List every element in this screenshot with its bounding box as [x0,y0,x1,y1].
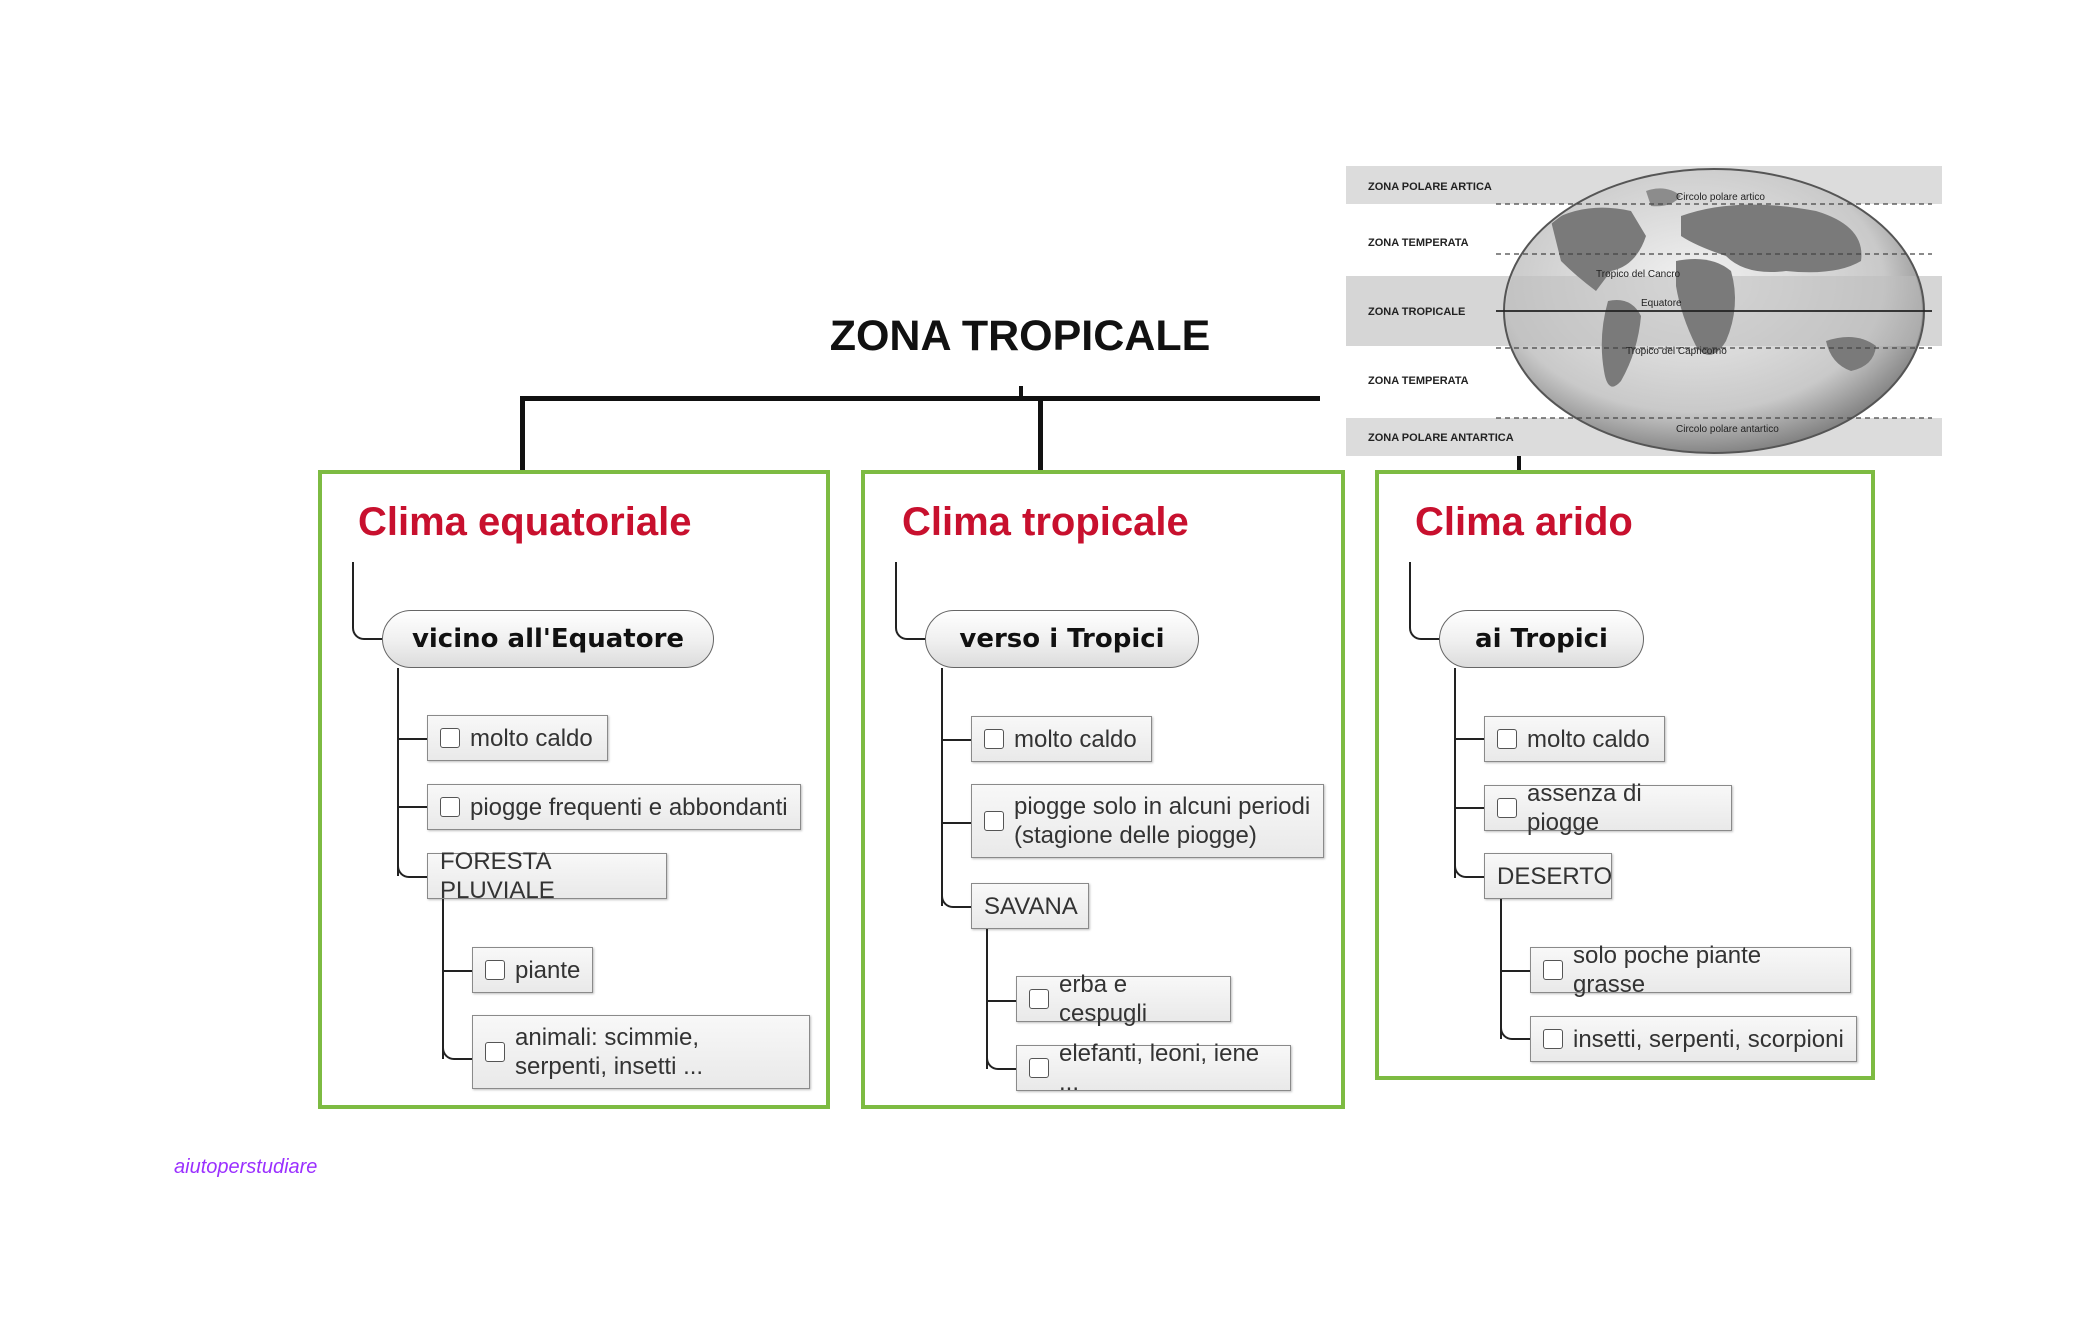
world-map-icon: ZONA POLARE ARTICA ZONA TEMPERATA ZONA T… [1346,166,1942,456]
climate-node[interactable]: ai Tropici [1439,610,1644,668]
zone-label: ZONA TEMPERATA [1368,237,1469,249]
connector [986,1040,1016,1070]
connector [442,970,472,972]
drop-line-2 [1038,396,1043,488]
climate-zones-map: ZONA POLARE ARTICA ZONA TEMPERATA ZONA T… [1346,166,1942,456]
climate-node[interactable]: verso i Tropici [925,610,1199,668]
connector [397,668,399,876]
zone-label: ZONA TEMPERATA [1368,375,1469,387]
connector [1500,899,1502,1039]
checkbox-icon[interactable] [984,729,1004,749]
checkbox-icon[interactable] [485,960,505,980]
checkbox-icon[interactable] [485,1042,505,1062]
connector [1454,668,1456,878]
connector [895,562,925,640]
item-box[interactable]: erba e cespugli [1016,971,1231,1027]
column-heading: Clima equatoriale [358,500,692,544]
item-box[interactable]: insetti, serpenti, scorpioni [1530,1016,1857,1062]
checkbox-icon[interactable] [1543,1029,1563,1049]
checkbox-icon[interactable] [984,811,1004,831]
latitude-label: Equatore [1641,298,1682,309]
latitude-label: Circolo polare artico [1676,192,1765,203]
connector [1500,970,1530,972]
connector [941,668,943,906]
zone-label: ZONA TROPICALE [1368,306,1465,318]
connector [1454,850,1484,878]
latitude-label: Tropico del Cancro [1596,269,1681,280]
column-heading: Clima tropicale [902,500,1189,544]
item-box[interactable]: molto caldo [427,715,608,761]
connector [397,738,427,740]
latitude-label: Tropico del Capricorno [1626,346,1727,357]
checkbox-icon[interactable] [1029,1058,1049,1078]
drop-line-1 [520,396,525,488]
connector [397,800,427,878]
zone-label: ZONA POLARE ANTARTICA [1368,432,1514,444]
title-stem [1019,386,1023,398]
connector [986,929,988,1069]
connector [1500,1010,1530,1040]
latitude-label: Circolo polare antartico [1676,424,1779,435]
climate-node[interactable]: vicino all'Equatore [382,610,714,668]
item-box[interactable]: solo poche piante grasse [1530,942,1851,998]
checkbox-icon[interactable] [1543,960,1563,980]
connector [1454,807,1484,809]
checkbox-icon[interactable] [440,797,460,817]
connector [397,806,427,808]
checkbox-icon[interactable] [440,728,460,748]
connector [941,880,971,908]
connector [986,1000,1016,1002]
item-box[interactable]: piogge solo in alcuni periodi (stagione … [971,784,1324,858]
connector [352,562,382,640]
item-box[interactable]: piogge frequenti e abbondanti [427,784,801,830]
item-box[interactable]: molto caldo [971,716,1152,762]
connector [442,899,444,1059]
connector [1409,562,1439,640]
watermark-text: aiutoperstudiare [174,1156,318,1178]
connector [941,739,971,741]
group-box[interactable]: DESERTO [1484,853,1612,899]
top-connector [520,396,1320,401]
connector [1454,738,1484,740]
item-box[interactable]: animali: scimmie, serpenti, insetti ... [472,1015,810,1089]
item-box[interactable]: assenza di piogge [1484,780,1732,836]
page-title: ZONA TROPICALE [829,312,1211,360]
item-box[interactable]: piante [472,947,593,993]
zone-label: ZONA POLARE ARTICA [1368,181,1492,193]
connector [941,822,971,824]
group-box[interactable]: SAVANA [971,883,1089,929]
checkbox-icon[interactable] [1497,729,1517,749]
column-heading: Clima arido [1415,500,1633,544]
checkbox-icon[interactable] [1029,989,1049,1009]
item-box[interactable]: elefanti, leoni, iene ... [1016,1040,1291,1096]
checkbox-icon[interactable] [1497,798,1517,818]
item-box[interactable]: molto caldo [1484,716,1665,762]
group-box[interactable]: FORESTA PLUVIALE [427,848,667,904]
connector [442,1000,472,1060]
